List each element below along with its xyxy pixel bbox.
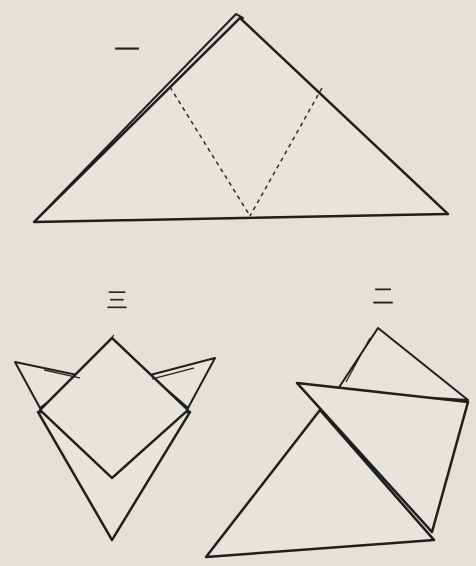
step-2-figure — [206, 328, 468, 557]
step-3-figure — [15, 335, 215, 540]
step-1-figure — [34, 14, 448, 222]
step-1-front-triangle — [34, 18, 448, 222]
step-3-center-diamond — [40, 338, 188, 478]
step-3-label: 三 — [106, 291, 128, 313]
step-1-label: 一 — [114, 38, 140, 64]
step-2-label: 二 — [372, 287, 394, 309]
